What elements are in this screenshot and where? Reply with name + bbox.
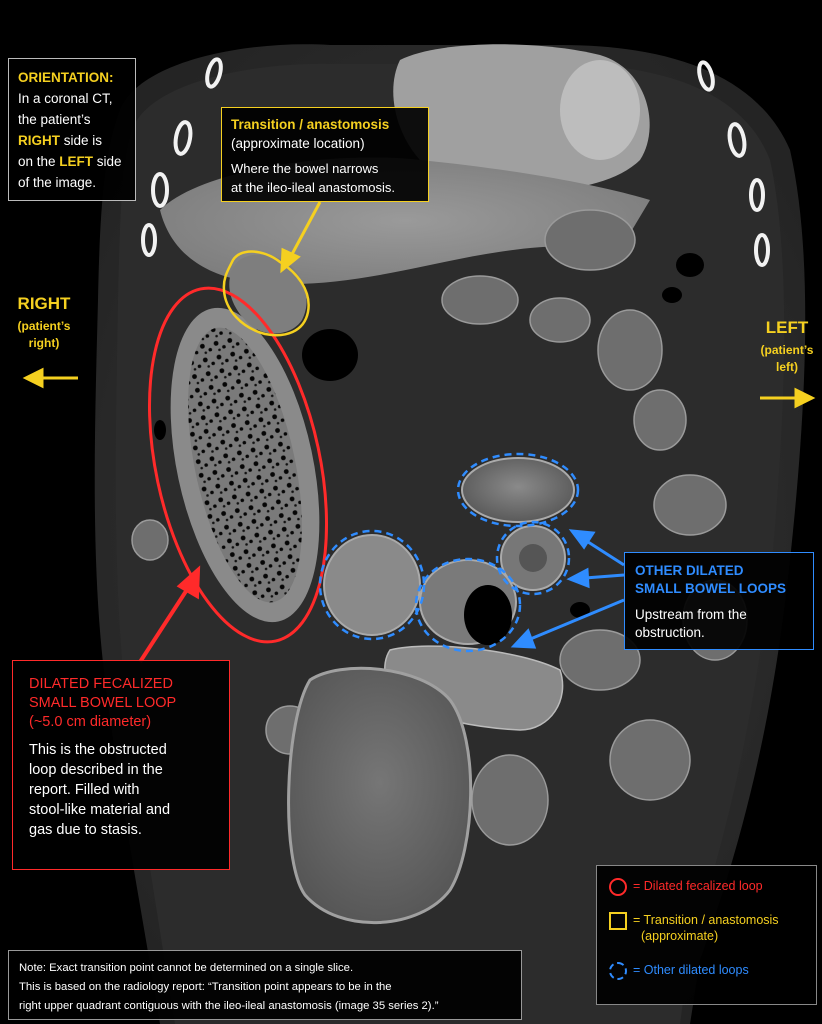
transition-desc-1: Where the bowel narrows: [231, 161, 379, 176]
dilated-desc-5: gas due to stasis.: [29, 822, 142, 838]
other-loops-callout: OTHER DILATED SMALL BOWEL LOOPS Upstream…: [624, 552, 814, 650]
other-title-1: OTHER DILATED: [635, 563, 744, 578]
orientation-box: ORIENTATION: In a coronal CT, the patien…: [8, 58, 136, 201]
right-label-sub-1: (patient’s: [17, 319, 71, 333]
orientation-line-1: In a coronal CT,: [18, 91, 113, 106]
left-label-title: LEFT: [765, 318, 809, 337]
dilated-title-2: SMALL BOWEL LOOP: [29, 695, 177, 711]
dilated-loop-callout: DILATED FECALIZED SMALL BOWEL LOOP (~5.0…: [12, 660, 230, 870]
blue-dashed-loop-2: [495, 520, 571, 596]
orientation-line-3-rest: side is: [60, 133, 103, 148]
orientation-right-word: RIGHT: [18, 133, 60, 148]
transition-desc-2: at the ileo-ileal anastomosis.: [231, 180, 396, 195]
orientation-line-4-rest: side: [93, 154, 122, 169]
legend-item-blue: = Other dilated loops: [609, 962, 749, 980]
transition-callout: Transition / anastomosis (approximate lo…: [221, 107, 429, 202]
other-desc-1: Upstream from the: [635, 607, 747, 622]
blue-dashed-circle-icon: [609, 962, 627, 980]
orientation-line-3: RIGHT side is: [18, 130, 126, 151]
transition-subtitle: (approximate location): [231, 136, 365, 151]
dilated-desc-1: This is the obstructed: [29, 742, 167, 758]
blue-dashed-loop-3: [318, 529, 426, 641]
right-label-title: RIGHT: [17, 294, 71, 313]
yellow-outline: [222, 250, 310, 337]
dilated-desc-4: stool-like material and: [29, 802, 171, 818]
yellow-square-icon: [609, 912, 627, 930]
legend-box: = Dilated fecalized loop = Transition / …: [596, 865, 817, 1005]
orientation-line-4: on the LEFT side: [18, 151, 126, 172]
dilated-desc-2: loop described in the: [29, 762, 163, 778]
blue-dashed-loop-1: [456, 452, 580, 528]
note-line-3: right upper quadrant contiguous with the…: [19, 1000, 439, 1012]
orientation-heading: ORIENTATION:: [18, 70, 114, 85]
legend-yellow-line-2: (approximate): [641, 929, 719, 943]
orientation-line-5: of the image.: [18, 175, 97, 190]
legend-yellow-line-1: = Transition / anastomosis: [633, 913, 779, 927]
note-line-2: This is based on the radiology report: “…: [19, 981, 392, 993]
legend-blue-text: = Other dilated loops: [633, 963, 749, 977]
red-ellipse: [147, 286, 329, 644]
dilated-title-1: DILATED FECALIZED: [29, 676, 173, 692]
left-side-label: LEFT (patient’s left): [749, 318, 822, 376]
blue-dashed-loop-4: [414, 557, 522, 653]
left-label-sub-2: left): [776, 360, 798, 374]
legend-red-text: = Dilated fecalized loop: [633, 879, 763, 893]
orientation-left-word: LEFT: [59, 154, 94, 169]
orientation-line-2: the patient’s: [18, 112, 91, 127]
note-box: Note: Exact transition point cannot be d…: [8, 950, 522, 1020]
right-label-sub-2: right): [28, 336, 60, 350]
orientation-line-4-pre: on the: [18, 154, 60, 169]
other-title-2: SMALL BOWEL LOOPS: [635, 581, 787, 596]
red-circle-icon: [609, 878, 627, 896]
other-desc-2: obstruction.: [635, 625, 705, 640]
left-label-sub-1: (patient’s: [760, 343, 814, 357]
dilated-subtitle: (~5.0 cm diameter): [29, 714, 152, 730]
fluid-loop: [287, 666, 473, 924]
note-line-1: Note: Exact transition point cannot be d…: [19, 962, 354, 974]
legend-item-red: = Dilated fecalized loop: [609, 878, 763, 896]
dilated-desc-3: report. Filled with: [29, 782, 140, 798]
transition-title: Transition / anastomosis: [231, 117, 390, 132]
legend-yellow-text: = Transition / anastomosis (approximate): [633, 912, 779, 944]
right-side-label: RIGHT (patient’s right): [2, 294, 86, 352]
legend-item-yellow: = Transition / anastomosis (approximate): [609, 912, 779, 944]
